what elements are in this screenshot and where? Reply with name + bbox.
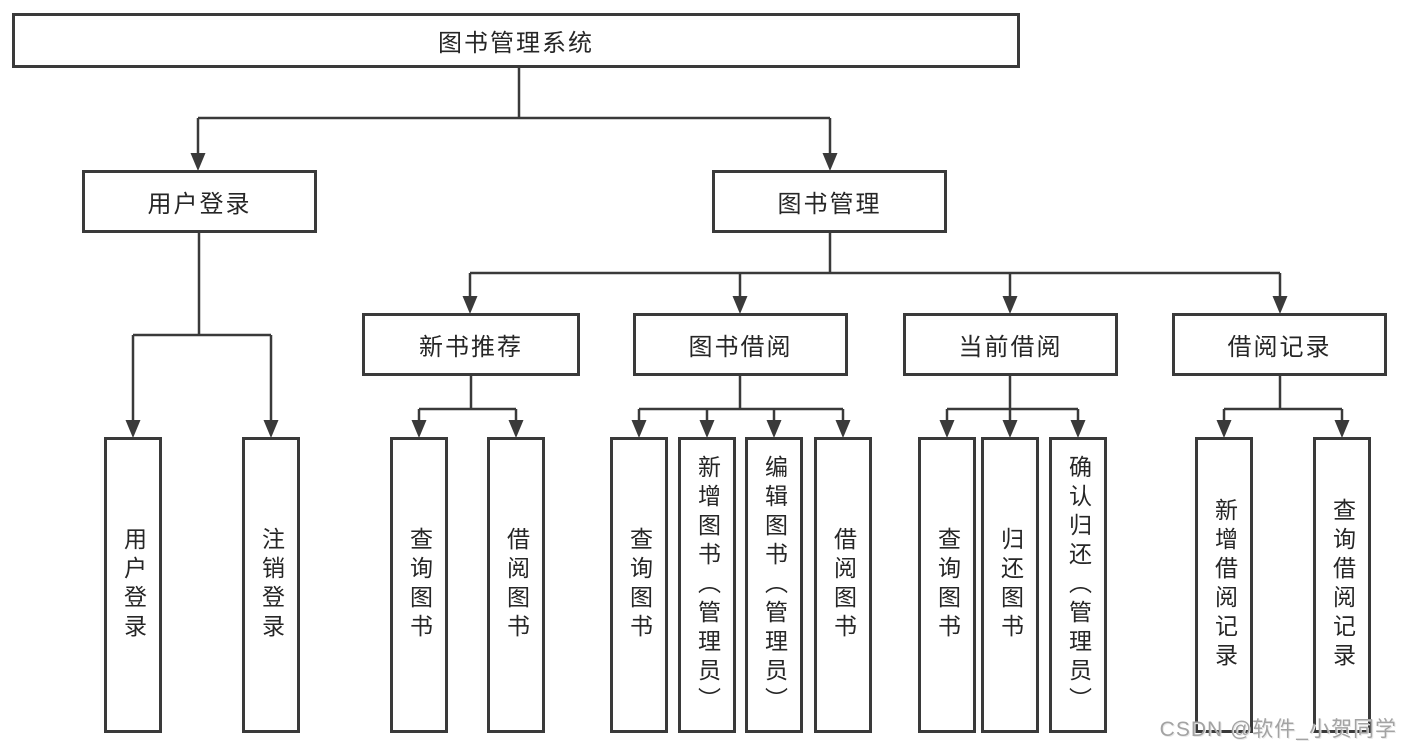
connector-current-to-leaves: [945, 376, 1080, 423]
leaf-logout: 注销登录: [242, 437, 300, 733]
leaf-query-books-recommend: 查询图书: [390, 437, 448, 733]
connector-root-to-level2: [196, 68, 832, 156]
leaf-add-borrow-record-label: 新增借阅记录: [1211, 498, 1238, 672]
leaf-confirm-return-admin: 确认归还（管理员）: [1049, 437, 1107, 733]
node-borrow-records-label: 借阅记录: [1227, 334, 1332, 361]
leaf-borrow-books-label: 借阅图书: [830, 527, 857, 643]
arrowheads-userlogin-leaves: [125, 420, 279, 438]
node-borrow-records: 借阅记录: [1172, 313, 1387, 376]
watermark: CSDN @软件_小贺同学: [1159, 718, 1397, 741]
node-book-borrow: 图书借阅: [633, 313, 848, 376]
node-current-borrow-label: 当前借阅: [958, 334, 1063, 361]
leaf-borrow-books-recommend: 借阅图书: [487, 437, 545, 733]
leaf-query-borrow-record: 查询借阅记录: [1313, 437, 1371, 733]
node-book-management: 图书管理: [712, 170, 947, 233]
leaf-logout-label: 注销登录: [258, 527, 285, 643]
leaf-query-borrow-record-label: 查询借阅记录: [1329, 498, 1356, 672]
node-new-book-recommend-label: 新书推荐: [419, 334, 523, 361]
connector-borrow-to-leaves: [637, 376, 845, 423]
connector-userlogin-to-leaves: [131, 233, 273, 423]
node-current-borrow: 当前借阅: [903, 313, 1118, 376]
leaf-add-books-admin: 新增图书（管理员）: [678, 437, 736, 733]
arrowheads-level3: [462, 296, 1288, 314]
node-book-borrow-label: 图书借阅: [688, 334, 793, 361]
leaf-query-books-borrow-label: 查询图书: [626, 527, 653, 643]
leaf-add-books-admin-label: 新增图书（管理员）: [694, 454, 721, 716]
node-root: 图书管理系统: [12, 13, 1020, 68]
node-user-login: 用户登录: [82, 170, 317, 233]
node-root-label: 图书管理系统: [438, 30, 594, 57]
leaf-query-books-recommend-label: 查询图书: [406, 527, 433, 643]
leaf-return-books: 归还图书: [981, 437, 1039, 733]
leaf-user-login-label: 用户登录: [120, 527, 147, 643]
node-book-management-label: 图书管理: [777, 191, 882, 218]
node-new-book-recommend: 新书推荐: [362, 313, 580, 376]
leaf-confirm-return-admin-label: 确认归还（管理员）: [1065, 454, 1092, 716]
leaf-edit-books-admin-label: 编辑图书（管理员）: [761, 454, 788, 716]
connector-newbook-to-leaves: [417, 376, 518, 423]
leaf-query-books-current-label: 查询图书: [934, 527, 961, 643]
leaf-query-books-current: 查询图书: [918, 437, 976, 733]
leaf-user-login: 用户登录: [104, 437, 162, 733]
connector-records-to-leaves: [1222, 376, 1344, 423]
connector-bookmgmt-to-level3: [468, 233, 1282, 299]
leaf-add-borrow-record: 新增借阅记录: [1195, 437, 1253, 733]
leaf-borrow-books: 借阅图书: [814, 437, 872, 733]
arrowheads-level2: [190, 153, 838, 171]
node-user-login-label: 用户登录: [147, 191, 252, 218]
leaf-borrow-books-recommend-label: 借阅图书: [503, 527, 530, 643]
leaf-query-books-borrow: 查询图书: [610, 437, 668, 733]
leaf-return-books-label: 归还图书: [997, 527, 1024, 643]
arrowheads-level4: [411, 420, 1350, 438]
leaf-edit-books-admin: 编辑图书（管理员）: [745, 437, 803, 733]
